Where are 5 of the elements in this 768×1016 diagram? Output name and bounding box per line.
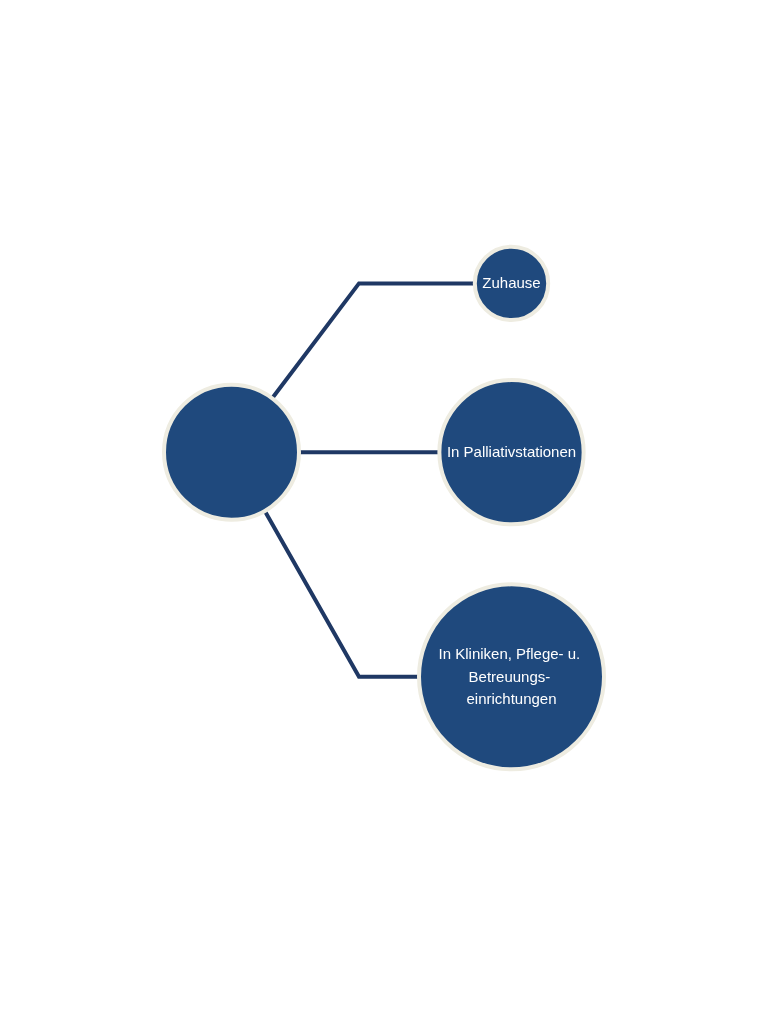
node-circle: Zuhause bbox=[472, 244, 551, 323]
node-circle: In Palliativstationen bbox=[437, 378, 586, 527]
connector bbox=[263, 509, 419, 679]
node-circle: In Kliniken, Pflege- u. Betreuungs- einrichtungen bbox=[417, 582, 606, 772]
node-circle bbox=[162, 382, 301, 522]
